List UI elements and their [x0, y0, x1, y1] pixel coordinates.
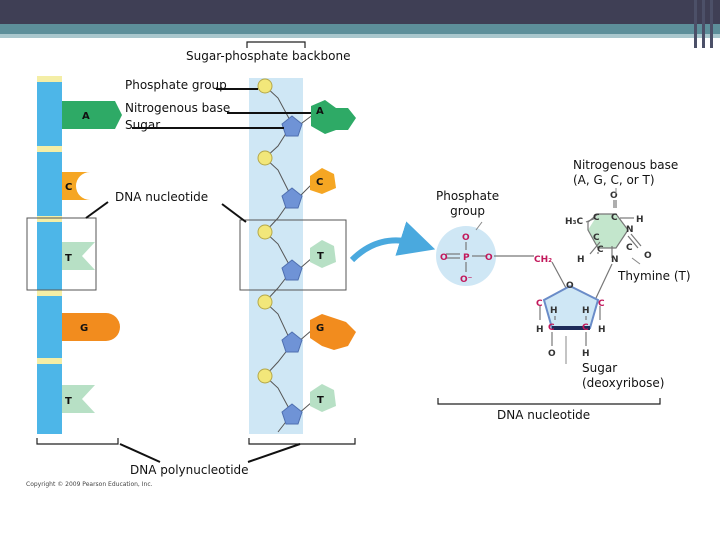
svg-text:O: O — [485, 253, 493, 263]
phosphate-circles — [257, 78, 273, 384]
sugar-deoxyribose-label: Sugar (deoxyribose) — [582, 361, 665, 390]
svg-text:H: H — [598, 325, 606, 335]
sugar-label: Sugar — [125, 118, 161, 132]
svg-text:O: O — [462, 233, 470, 243]
svg-text:H: H — [536, 325, 544, 335]
accent-band-light — [0, 34, 720, 38]
left-backbone-rod — [37, 78, 62, 434]
phosphate-group-detail-label: Phosphate group — [436, 189, 500, 218]
left-nucleotide-box — [26, 217, 97, 291]
nucleotide-bracket — [437, 398, 661, 405]
svg-text:A: A — [316, 106, 324, 117]
middle-base-c: C — [310, 168, 336, 194]
phosphate-group-circle — [436, 226, 496, 286]
svg-text:C: C — [582, 323, 589, 333]
middle-polynucleotide-bracket — [248, 438, 356, 445]
svg-text:C: C — [536, 299, 543, 309]
copyright-note: Copyright © 2009 Pearson Education, Inc. — [26, 481, 153, 488]
svg-text:T: T — [317, 395, 324, 406]
left-polynucleotide-bracket — [36, 438, 119, 445]
svg-text:O: O — [610, 191, 618, 201]
title-bar — [0, 0, 720, 24]
svg-text:T: T — [65, 396, 72, 407]
zoom-arrow — [349, 221, 436, 263]
left-base-c: C — [62, 172, 90, 200]
backbone-label: Sugar-phosphate backbone — [186, 49, 351, 63]
svg-text:T: T — [65, 253, 72, 264]
svg-text:H: H — [550, 306, 558, 316]
svg-text:CH₂: CH₂ — [534, 255, 552, 265]
svg-text:O: O — [566, 281, 574, 291]
middle-strand: A C T G T — [239, 78, 356, 434]
svg-text:G: G — [316, 323, 324, 334]
left-base-a: A — [62, 101, 122, 129]
sugar-ring-fill — [544, 286, 598, 328]
svg-text:C: C — [597, 245, 604, 255]
middle-base-g: G — [310, 314, 356, 350]
svg-text:N: N — [626, 225, 634, 235]
svg-text:O⁻: O⁻ — [460, 275, 473, 285]
phosphate-group-label: Phosphate group — [125, 78, 227, 92]
backbone-bracket — [246, 41, 306, 48]
middle-base-t-2: T — [310, 384, 336, 412]
dna-nucleotide-left-label: DNA nucleotide — [115, 190, 209, 204]
svg-text:C: C — [593, 213, 600, 223]
svg-text:C: C — [65, 182, 72, 193]
svg-text:C: C — [611, 213, 618, 223]
nitrogenous-base-label: Nitrogenous base — [125, 101, 231, 115]
left-base-g: G — [62, 313, 120, 341]
dna-nucleotide-bottom-label: DNA nucleotide — [497, 408, 591, 422]
svg-text:H: H — [636, 215, 644, 225]
left-base-t-1: T — [62, 242, 95, 270]
svg-text:C: C — [598, 299, 605, 309]
accent-band — [0, 24, 720, 34]
left-base-t-2: T — [62, 385, 95, 413]
leader-lines — [85, 88, 311, 463]
left-backbone-bands — [37, 76, 62, 364]
svg-text:H: H — [582, 349, 590, 359]
svg-text:H: H — [582, 306, 590, 316]
svg-text:T: T — [317, 251, 324, 262]
thymine-ring-fill — [588, 214, 628, 248]
svg-text:C: C — [593, 233, 600, 243]
nitrogenous-base-detail-label: Nitrogenous base (A, G, C, or T) — [573, 158, 679, 187]
svg-text:H₃C: H₃C — [565, 217, 583, 227]
svg-text:P: P — [463, 253, 470, 263]
svg-text:G: G — [80, 323, 88, 334]
left-strand: A C T G T — [26, 76, 122, 434]
svg-text:H: H — [577, 255, 585, 265]
svg-text:O: O — [548, 349, 556, 359]
svg-text:C: C — [316, 177, 323, 188]
middle-nucleotide-box — [239, 219, 347, 291]
chemical-bonds — [446, 200, 642, 346]
detail-leader-lines — [475, 188, 641, 364]
middle-base-t-1: T — [310, 240, 336, 268]
svg-text:C: C — [548, 323, 555, 333]
thymine-ring-outline — [587, 213, 629, 249]
svg-text:N: N — [611, 255, 619, 265]
svg-text:O: O — [644, 251, 652, 261]
svg-text:C: C — [626, 243, 633, 253]
svg-text:A: A — [82, 111, 90, 122]
svg-text:O: O — [440, 253, 448, 263]
nucleotide-detail: O O P O O⁻ CH₂ O H₃C C C H N C C O C N H… — [436, 188, 652, 364]
dna-polynucleotide-label: DNA polynucleotide — [130, 463, 249, 477]
sugar-pentagons — [281, 115, 303, 425]
middle-base-a: A — [311, 100, 356, 134]
thymine-label: Thymine (T) — [618, 269, 691, 283]
